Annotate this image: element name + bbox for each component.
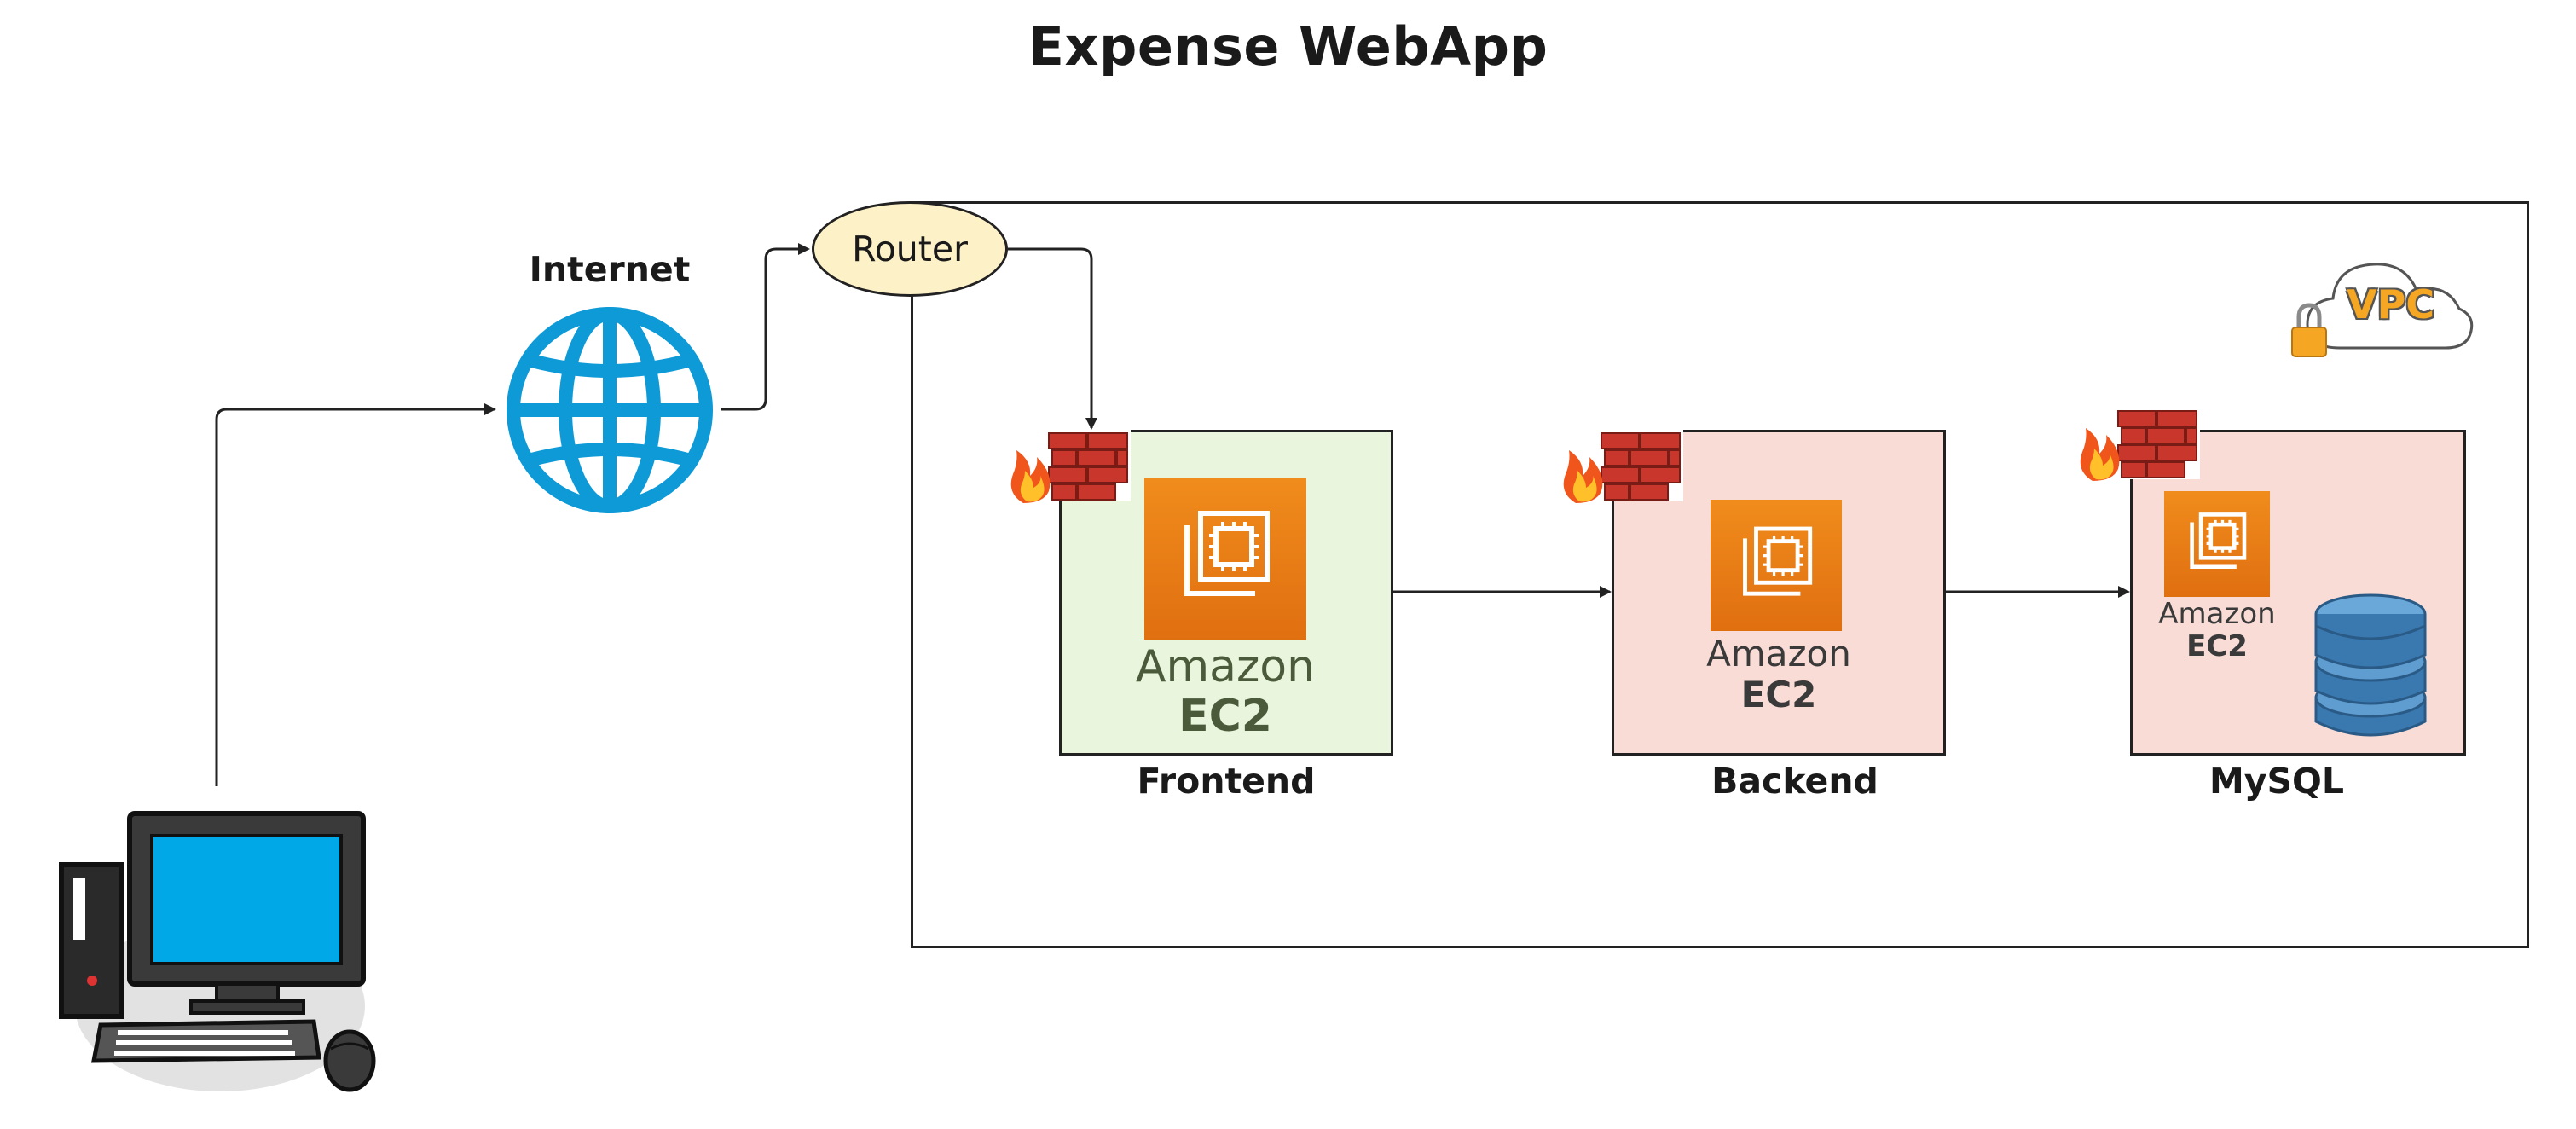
vpc-badge-label: VPC <box>2347 281 2435 327</box>
ec2-service-label: EC2 <box>1740 674 1817 715</box>
ec2-icon <box>2164 491 2270 597</box>
ec2-service-label: EC2 <box>2186 629 2248 663</box>
globe-icon <box>507 307 713 513</box>
firewall-icon <box>1563 430 1683 503</box>
ec2-icon <box>1711 500 1842 631</box>
database-icon <box>2314 593 2427 737</box>
computer-icon <box>59 811 376 1092</box>
firewall-icon <box>1010 430 1131 503</box>
router-node: Router <box>812 201 1008 297</box>
ec2-service-label: EC2 <box>1178 691 1272 742</box>
router-label: Router <box>852 229 968 269</box>
mysql-label: MySQL <box>2208 761 2345 802</box>
ec2-icon <box>1144 478 1306 640</box>
internet-label: Internet <box>529 249 691 290</box>
frontend-label: Frontend <box>1137 761 1316 802</box>
edge-computer-internet <box>215 403 496 786</box>
firewall-icon <box>2080 408 2200 481</box>
ec2-amazon-label: Amazon <box>1706 633 1851 675</box>
ec2-amazon-label: Amazon <box>2158 597 2276 631</box>
vpc-cloud-icon <box>2291 263 2474 357</box>
vpc-boundary <box>911 201 2529 948</box>
edge-router-frontend <box>1008 247 1097 430</box>
edge-internet-router <box>721 243 810 411</box>
backend-label: Backend <box>1711 761 1878 802</box>
diagram-title: Expense WebApp <box>1028 15 1548 78</box>
ec2-amazon-label: Amazon <box>1135 641 1316 692</box>
vpc-badge: VPC <box>2289 246 2476 358</box>
